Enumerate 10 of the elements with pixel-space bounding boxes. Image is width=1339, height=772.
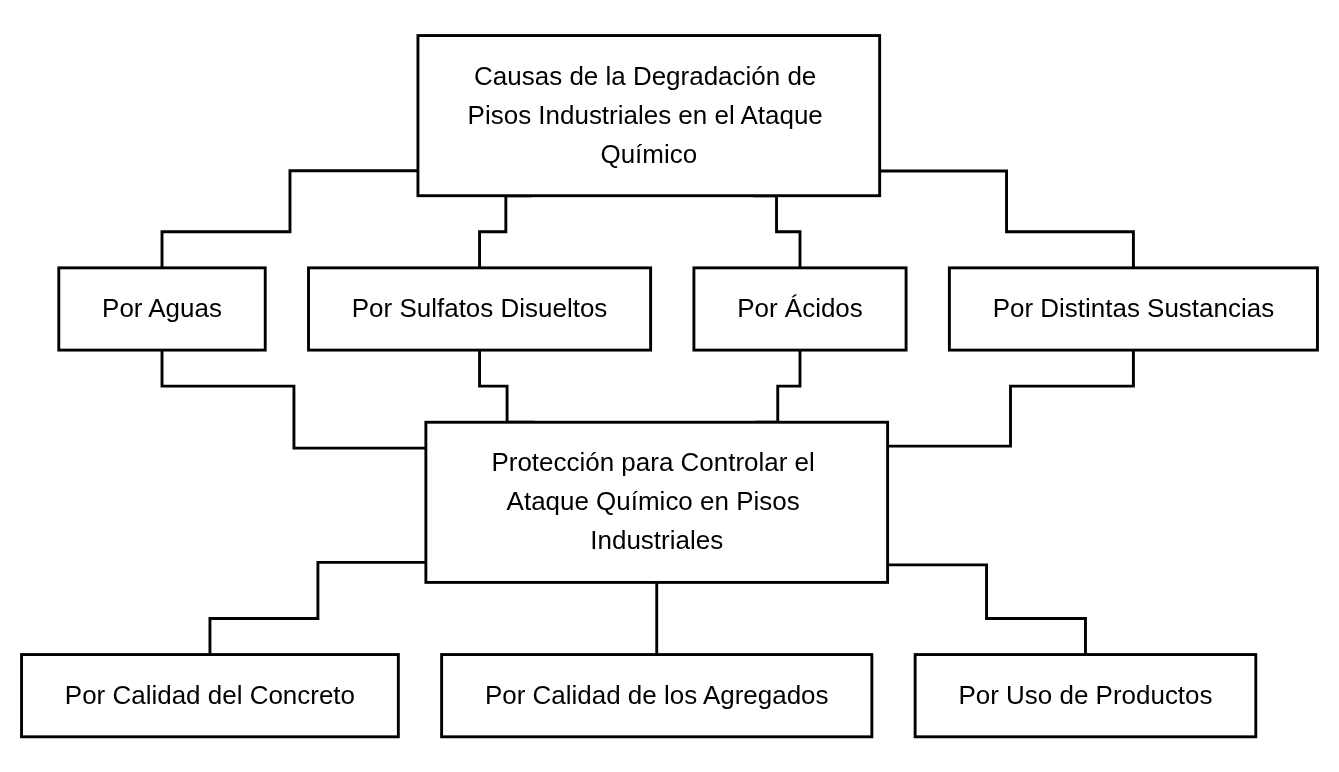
node-box [947,266,1319,352]
node-box [20,652,400,739]
node-box [424,420,890,584]
node-box [913,652,1258,739]
node-box [692,266,908,352]
flowchart-drawing: Causas de la Degradación de Pisos Industriales en el Ataque Químico Por Aguas Por Sulfatos Disueltos Por Ácidos Por Distintas Sustancias Protección para Controlar el Ataque Químico en Pisos Industriales Por Calidad del Concreto Por Calidad de los Agregados Por Uso de Productos [10,23,1329,749]
node-box [416,33,882,197]
node-box [307,266,653,352]
node-box [57,266,267,352]
node-box [440,652,874,739]
